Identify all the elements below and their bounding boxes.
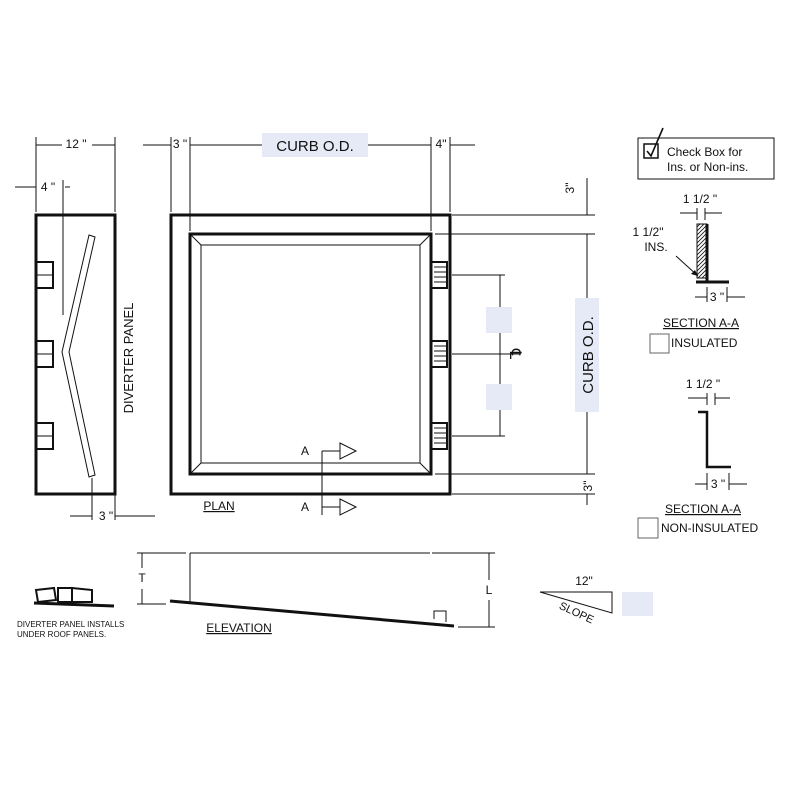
insulated-option-label: INSULATED (671, 336, 738, 350)
dim-3-bottom-label: 3 " (99, 509, 113, 523)
diverter-note-line1: DIVERTER PANEL INSTALLS (17, 620, 124, 629)
legend-box: Check Box for Ins. or Non-ins. (637, 127, 775, 180)
section-a-label: A (301, 444, 309, 458)
dim-3-top-label: 3 " (173, 137, 187, 151)
ins-label-line1: 1 1/2" (633, 225, 664, 239)
elevation-l-label: L (486, 583, 493, 597)
curb-od-side-box (575, 298, 599, 412)
legend-line2: Ins. or Non-ins. (667, 160, 748, 174)
centerline-symbol: ℄ (506, 348, 523, 360)
hinge (430, 422, 448, 450)
section-non-insulated: 1 1/2 " 3 " SECTION A-A NON-INSULATED (637, 377, 758, 539)
section-non-insulated-title: SECTION A-A (665, 502, 741, 516)
slope-label: SLOPE (557, 600, 595, 626)
dim-3-right-bottom-label: 3" (581, 481, 595, 492)
hatch-opening (200, 244, 421, 464)
section-a-label: A (301, 500, 309, 514)
section-arrow (339, 498, 358, 516)
checkmark-icon (646, 127, 664, 158)
dim-4-left-label: 4 " (41, 180, 55, 194)
elevation-view: T L ELEVATION (137, 552, 495, 635)
curb-od-side-label: CURB O.D. (580, 316, 597, 394)
curb-inner (188, 232, 433, 476)
insulated-checkbox[interactable] (649, 333, 670, 354)
ins-dim-bottom: 3 " (710, 290, 724, 304)
diverter-install-sketch: DIVERTER PANEL INSTALLS UNDER ROOF PANEL… (17, 586, 124, 639)
ins-label-line2: INS. (644, 240, 667, 254)
ins-dim-top: 1 1/2 " (683, 192, 717, 206)
non-ins-dim-top: 1 1/2 " (686, 377, 720, 391)
plan-label: PLAN (203, 499, 234, 513)
diverter-note-line2: UNDER ROOF PANELS. (17, 630, 106, 639)
non-ins-dim-bottom: 3 " (711, 477, 725, 491)
dim-3-right-top-label: 3" (563, 183, 577, 194)
slope-value-blank (622, 592, 653, 616)
elevation-label: ELEVATION (206, 621, 272, 635)
hinge-spacing-blank (486, 384, 512, 410)
curb-od-top-label: CURB O.D. (276, 138, 354, 155)
dim-4-top-label: 4" (436, 137, 447, 151)
section-insulated: 1 1/2 " 1 1/2" INS. 3 " SECTION A-A INSU… (633, 192, 745, 354)
diverter-panel-view: 12 " 4 " 3 " DIVERTER PANEL (15, 137, 155, 523)
dim-12-label: 12 " (66, 137, 87, 151)
hinge-spacing-blank (486, 307, 512, 333)
non-insulated-checkbox[interactable] (637, 517, 659, 539)
plan-view: ℄ A A PLAN CURB O.D. 3 " 4" 3" 3" (143, 133, 599, 516)
elevation-t-label: T (138, 571, 146, 585)
non-ins-profile (698, 410, 731, 469)
hinge (430, 340, 448, 368)
slope-indicator: 12" SLOPE (539, 574, 653, 626)
slope-triangle (539, 591, 613, 614)
slope-12-label: 12" (575, 574, 593, 588)
curb-outer (169, 213, 452, 496)
diverter-panel-label: DIVERTER PANEL (121, 303, 136, 414)
section-arrow (339, 442, 358, 460)
hinge (430, 261, 448, 289)
legend-line1: Check Box for (667, 145, 742, 159)
curb-od-top-box (262, 133, 368, 157)
non-insulated-option-label: NON-INSULATED (661, 521, 758, 535)
section-insulated-title: SECTION A-A (663, 316, 739, 330)
legend-frame (637, 137, 775, 180)
diverter-chevron (61, 234, 96, 478)
